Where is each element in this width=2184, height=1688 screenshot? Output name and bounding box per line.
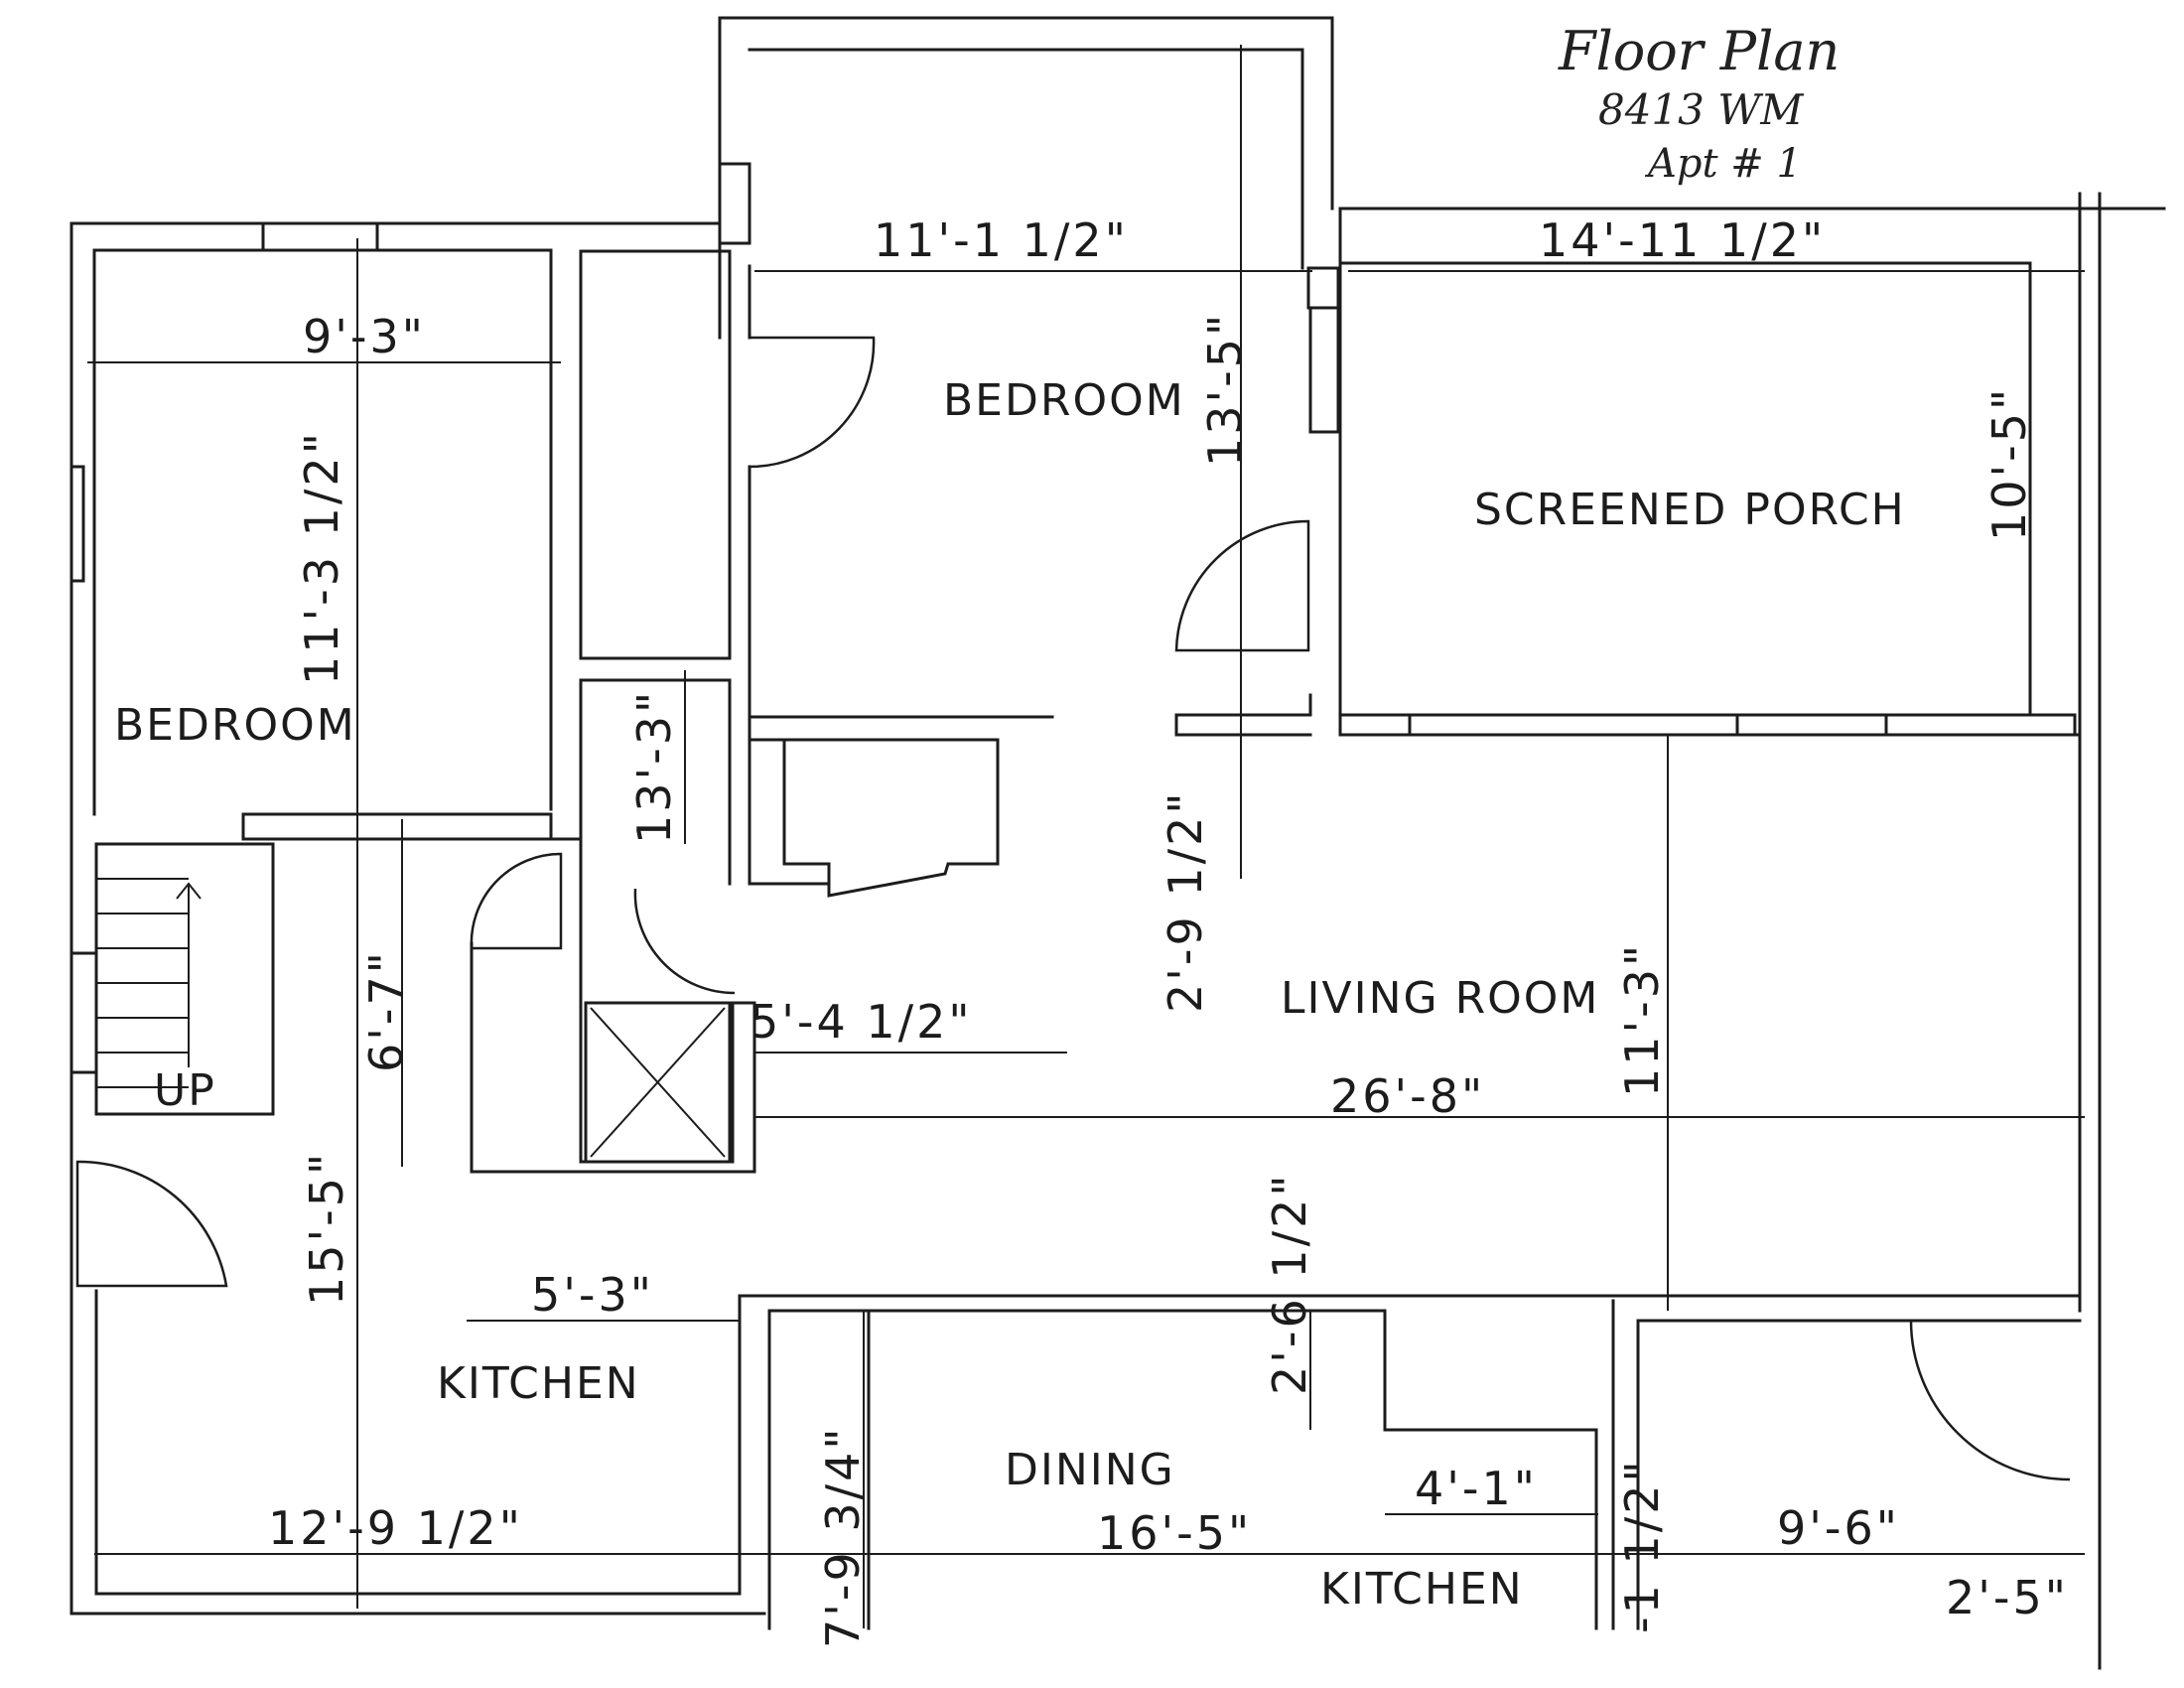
dimension-hall-depth: 6'-7" — [359, 949, 413, 1072]
stair-treads — [96, 878, 189, 1088]
stair-arrow — [176, 882, 202, 1067]
plan-unit: Apt # 1 — [1644, 141, 1802, 187]
dimension-closet-width: 5'-4 1/2" — [750, 995, 973, 1049]
outer-wall-top-left — [69, 221, 766, 1616]
closet-upper — [579, 249, 732, 660]
dimension-bedroom-left-width: 9'-3" — [303, 310, 426, 363]
dining-walls — [767, 1309, 1598, 1630]
room-label-screened-porch: SCREENED PORCH — [1474, 485, 1906, 535]
window-left-wall — [69, 465, 85, 583]
hvac-box-x — [590, 1007, 726, 1158]
room-label-living-room: LIVING ROOM — [1281, 973, 1599, 1024]
kitchen-right-walls — [1611, 1294, 2082, 1630]
door-closet-right — [633, 888, 736, 995]
wardrobe-walls — [748, 715, 1000, 898]
dimension-labels: 11'-1 1/2" 14'-11 1/2" 9'-3" 11'-3 1/2" … — [268, 213, 2069, 1648]
dimension-living-width: 26'-8" — [1330, 1069, 1485, 1123]
porch-walls — [1338, 192, 2166, 717]
door-entry — [75, 1160, 228, 1288]
window-porch-side — [1308, 306, 1340, 434]
dimension-kitchen-left-total: 12'-9 1/2" — [268, 1501, 523, 1555]
room-label-bedroom-left: BEDROOM — [114, 700, 356, 751]
dimension-dining-small-depth: 2'-6 1/2" — [1263, 1172, 1316, 1395]
dimension-lines — [87, 45, 2085, 1628]
room-label-kitchen-left: KITCHEN — [437, 1358, 640, 1409]
door-porch — [1174, 519, 1310, 652]
window-top-left — [261, 221, 379, 252]
room-label-kitchen-bottom: KITCHEN — [1320, 1564, 1524, 1615]
dimension-porch-width: 14'-11 1/2" — [1539, 213, 1826, 267]
wall-bedroom-left-inner — [748, 264, 1054, 719]
window-porch-bottom-right — [1884, 713, 2077, 737]
plan-address: 8413 WM — [1598, 85, 1804, 134]
dimension-dining-depth: 7'-9 3/4" — [816, 1425, 870, 1648]
closet-lower-walls — [579, 678, 732, 886]
door-kitchen-right — [1909, 1320, 2071, 1481]
window-porch-left — [1306, 266, 1340, 310]
hvac-box — [584, 1001, 732, 1164]
window-porch-bottom — [1408, 713, 1739, 737]
doors — [75, 336, 2071, 1481]
kitchen-left-walls — [94, 1289, 1635, 1596]
dimension-kitchen-left-width: 5'-3" — [531, 1268, 654, 1322]
dimension-dining-width: 16'-5" — [1097, 1506, 1252, 1560]
dimension-right-room-width: 9'-6" — [1777, 1501, 1900, 1555]
door-bedroom-top — [749, 336, 876, 469]
dimension-right-small: 2'-5" — [1946, 1571, 2069, 1624]
room-label-bedroom-top: BEDROOM — [943, 375, 1185, 426]
dimension-bedroom-top-width: 11'-1 1/2" — [874, 213, 1129, 267]
dimension-bedroom-top-depth: 13'-5" — [1198, 312, 1252, 467]
dimension-kitchen-bottom-depth: -1 1/2" — [1615, 1458, 1669, 1633]
dimension-closet-depth: 13'-3" — [627, 689, 681, 844]
walls — [69, 16, 2166, 1670]
door-closet-left — [470, 852, 563, 950]
right-exterior — [2078, 192, 2102, 1670]
dimension-stair-hall-depth: 15'-5" — [300, 1151, 353, 1306]
window-stair — [69, 951, 98, 1074]
hall-walls — [241, 812, 756, 1174]
plan-title: Floor Plan — [1558, 20, 1840, 82]
room-label-stairs-up: UP — [154, 1065, 216, 1116]
room-label-dining: DINING — [1005, 1445, 1175, 1495]
dimension-bedroom-left-depth: 11'-3 1/2" — [295, 430, 348, 685]
dimension-living-depth: 11'-3" — [1615, 942, 1669, 1097]
dimension-living-small-depth: 2'-9 1/2" — [1159, 789, 1212, 1013]
window-top-bedroom-left — [718, 162, 751, 245]
dimension-kitchen-small-width: 4'-1" — [1415, 1462, 1538, 1515]
dimension-porch-depth: 10'-5" — [1982, 386, 2036, 541]
